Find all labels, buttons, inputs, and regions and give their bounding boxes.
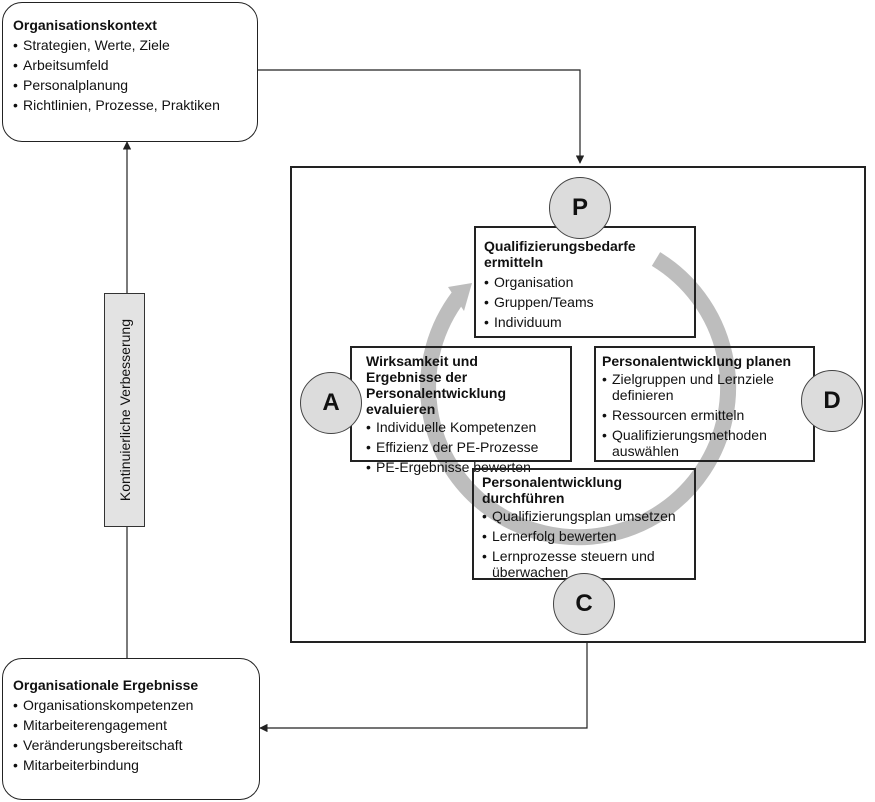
plan-step-title: Qualifizierungsbedarfe ermitteln — [484, 238, 636, 270]
org-context-box: Organisationskontext Strategien, Werte, … — [2, 2, 258, 142]
org-context-title: Organisationskontext — [13, 17, 157, 33]
context-to-cycle-arrow — [258, 69, 585, 164]
list-item: Lernerfolg bewerten — [482, 528, 686, 544]
list-item: Mitarbeiterengagement — [13, 717, 249, 733]
evaluate-step-box: Wirksamkeit und Ergebnisse der Personale… — [350, 346, 572, 475]
develop-step-list: Zielgruppen und Lernziele definieren Res… — [602, 371, 807, 459]
evaluate-step-list: Individuelle Kompetenzen Effizienz der P… — [366, 419, 556, 475]
list-item: Individuum — [484, 314, 686, 330]
develop-step-box: Personalentwicklung planen Zielgruppen u… — [594, 346, 815, 462]
list-item: Qualifizierungsmethoden auswählen — [602, 427, 807, 459]
cycle-arrowhead — [448, 283, 472, 311]
list-item: Ressourcen ermitteln — [602, 407, 807, 423]
list-item: Arbeitsumfeld — [13, 57, 247, 73]
list-item: Veränderungsbereitschaft — [13, 737, 249, 753]
plan-circle-p: P — [549, 177, 611, 239]
org-context-list: Strategien, Werte, Ziele Arbeitsumfeld P… — [13, 37, 247, 113]
cycle-to-results-arrow — [259, 642, 588, 733]
plan-step-box: Qualifizierungsbedarfe ermitteln Organis… — [474, 226, 696, 338]
check-circle-c: C — [553, 573, 615, 635]
list-item: Gruppen/Teams — [484, 294, 686, 310]
org-results-title: Organisationale Ergebnisse — [13, 677, 199, 693]
continuous-improvement-text: Kontinuierliche Verbesserung — [116, 318, 133, 502]
continuous-improvement-label: Kontinuierliche Verbesserung — [104, 293, 145, 527]
list-item: Organisation — [484, 274, 686, 290]
list-item: Zielgruppen und Lernziele definieren — [602, 371, 807, 403]
act-circle-a: A — [300, 372, 362, 434]
execute-step-title: Personalentwicklung durchführen — [482, 474, 623, 506]
org-results-box: Organisationale Ergebnisse Organisations… — [2, 658, 260, 800]
plan-step-list: Organisation Gruppen/Teams Individuum — [484, 274, 686, 330]
list-item: Personalplanung — [13, 77, 247, 93]
list-item: Individuelle Kompetenzen — [366, 419, 556, 435]
list-item: Effizienz der PE-Prozesse — [366, 439, 556, 455]
execute-step-box: Personalentwicklung durchführen Qualifiz… — [472, 468, 696, 580]
org-results-list: Organisationskompetenzen Mitarbeiterenga… — [13, 697, 249, 773]
evaluate-step-title: Wirksamkeit und Ergebnisse der Personale… — [366, 353, 507, 417]
do-circle-d: D — [801, 370, 863, 432]
list-item: Organisationskompetenzen — [13, 697, 249, 713]
list-item: Qualifizierungsplan umsetzen — [482, 508, 686, 524]
list-item: Lernprozesse steuern und überwachen — [482, 548, 686, 580]
pdca-frame — [290, 166, 866, 643]
execute-step-list: Qualifizierungsplan umsetzen Lernerfolg … — [482, 508, 686, 580]
list-item: Richtlinien, Prozesse, Praktiken — [13, 97, 247, 113]
list-item: PE-Ergebnisse bewerten — [366, 459, 556, 475]
list-item: Strategien, Werte, Ziele — [13, 37, 247, 53]
develop-step-title: Personalentwicklung planen — [602, 353, 792, 369]
list-item: Mitarbeiterbindung — [13, 757, 249, 773]
